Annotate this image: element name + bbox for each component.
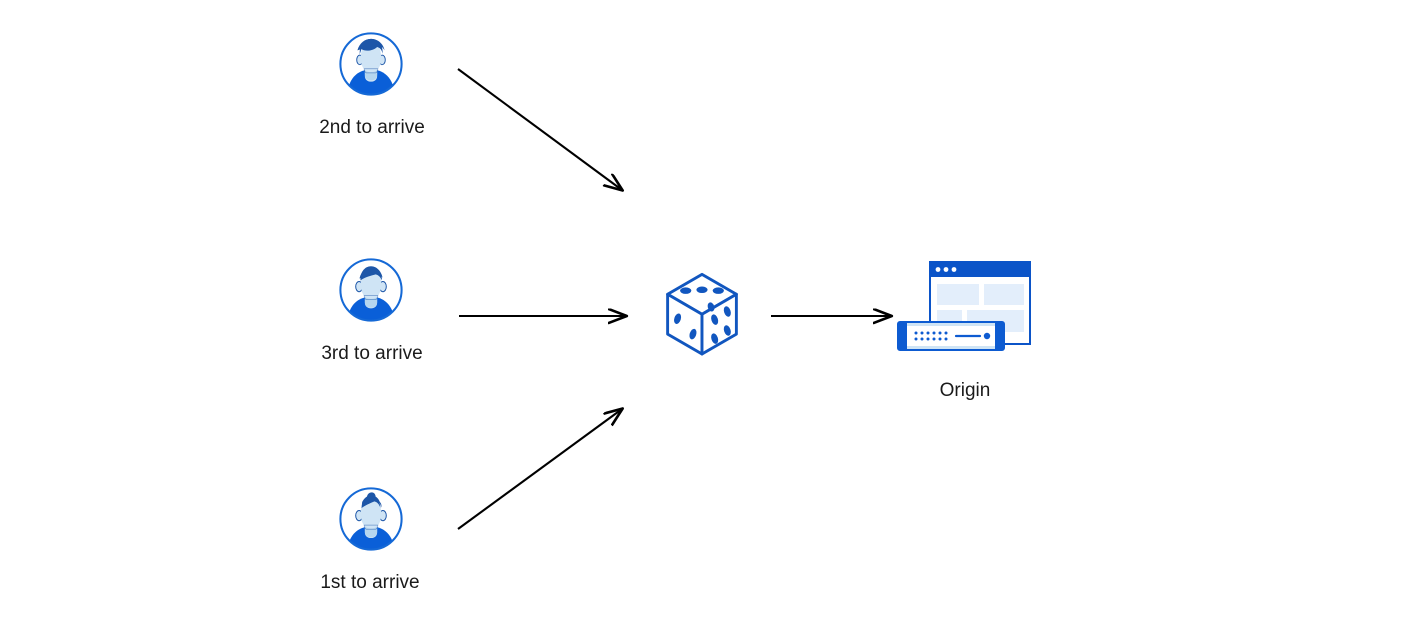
- node-label-origin: Origin: [939, 380, 991, 401]
- arrow-1st-to-dice: [457, 409, 622, 530]
- node-label-user-2nd: 2nd to arrive: [319, 117, 425, 138]
- origin-server-icon: [897, 261, 1031, 351]
- node-user-2nd: [337, 30, 405, 98]
- user-avatar-icon: [339, 258, 403, 322]
- server-device-icon: [897, 321, 1005, 351]
- node-label-user-3rd: 3rd to arrive: [321, 343, 423, 364]
- node-origin: [892, 254, 1037, 364]
- user-avatar-icon: [339, 487, 403, 551]
- node-user-3rd: [337, 256, 405, 324]
- user-avatar-icon: [339, 32, 403, 96]
- node-dice: [664, 270, 740, 362]
- dice-icon: [666, 272, 738, 356]
- arrow-2nd-to-dice: [457, 68, 622, 190]
- node-label-user-1st: 1st to arrive: [320, 572, 420, 593]
- node-user-1st: [337, 485, 405, 553]
